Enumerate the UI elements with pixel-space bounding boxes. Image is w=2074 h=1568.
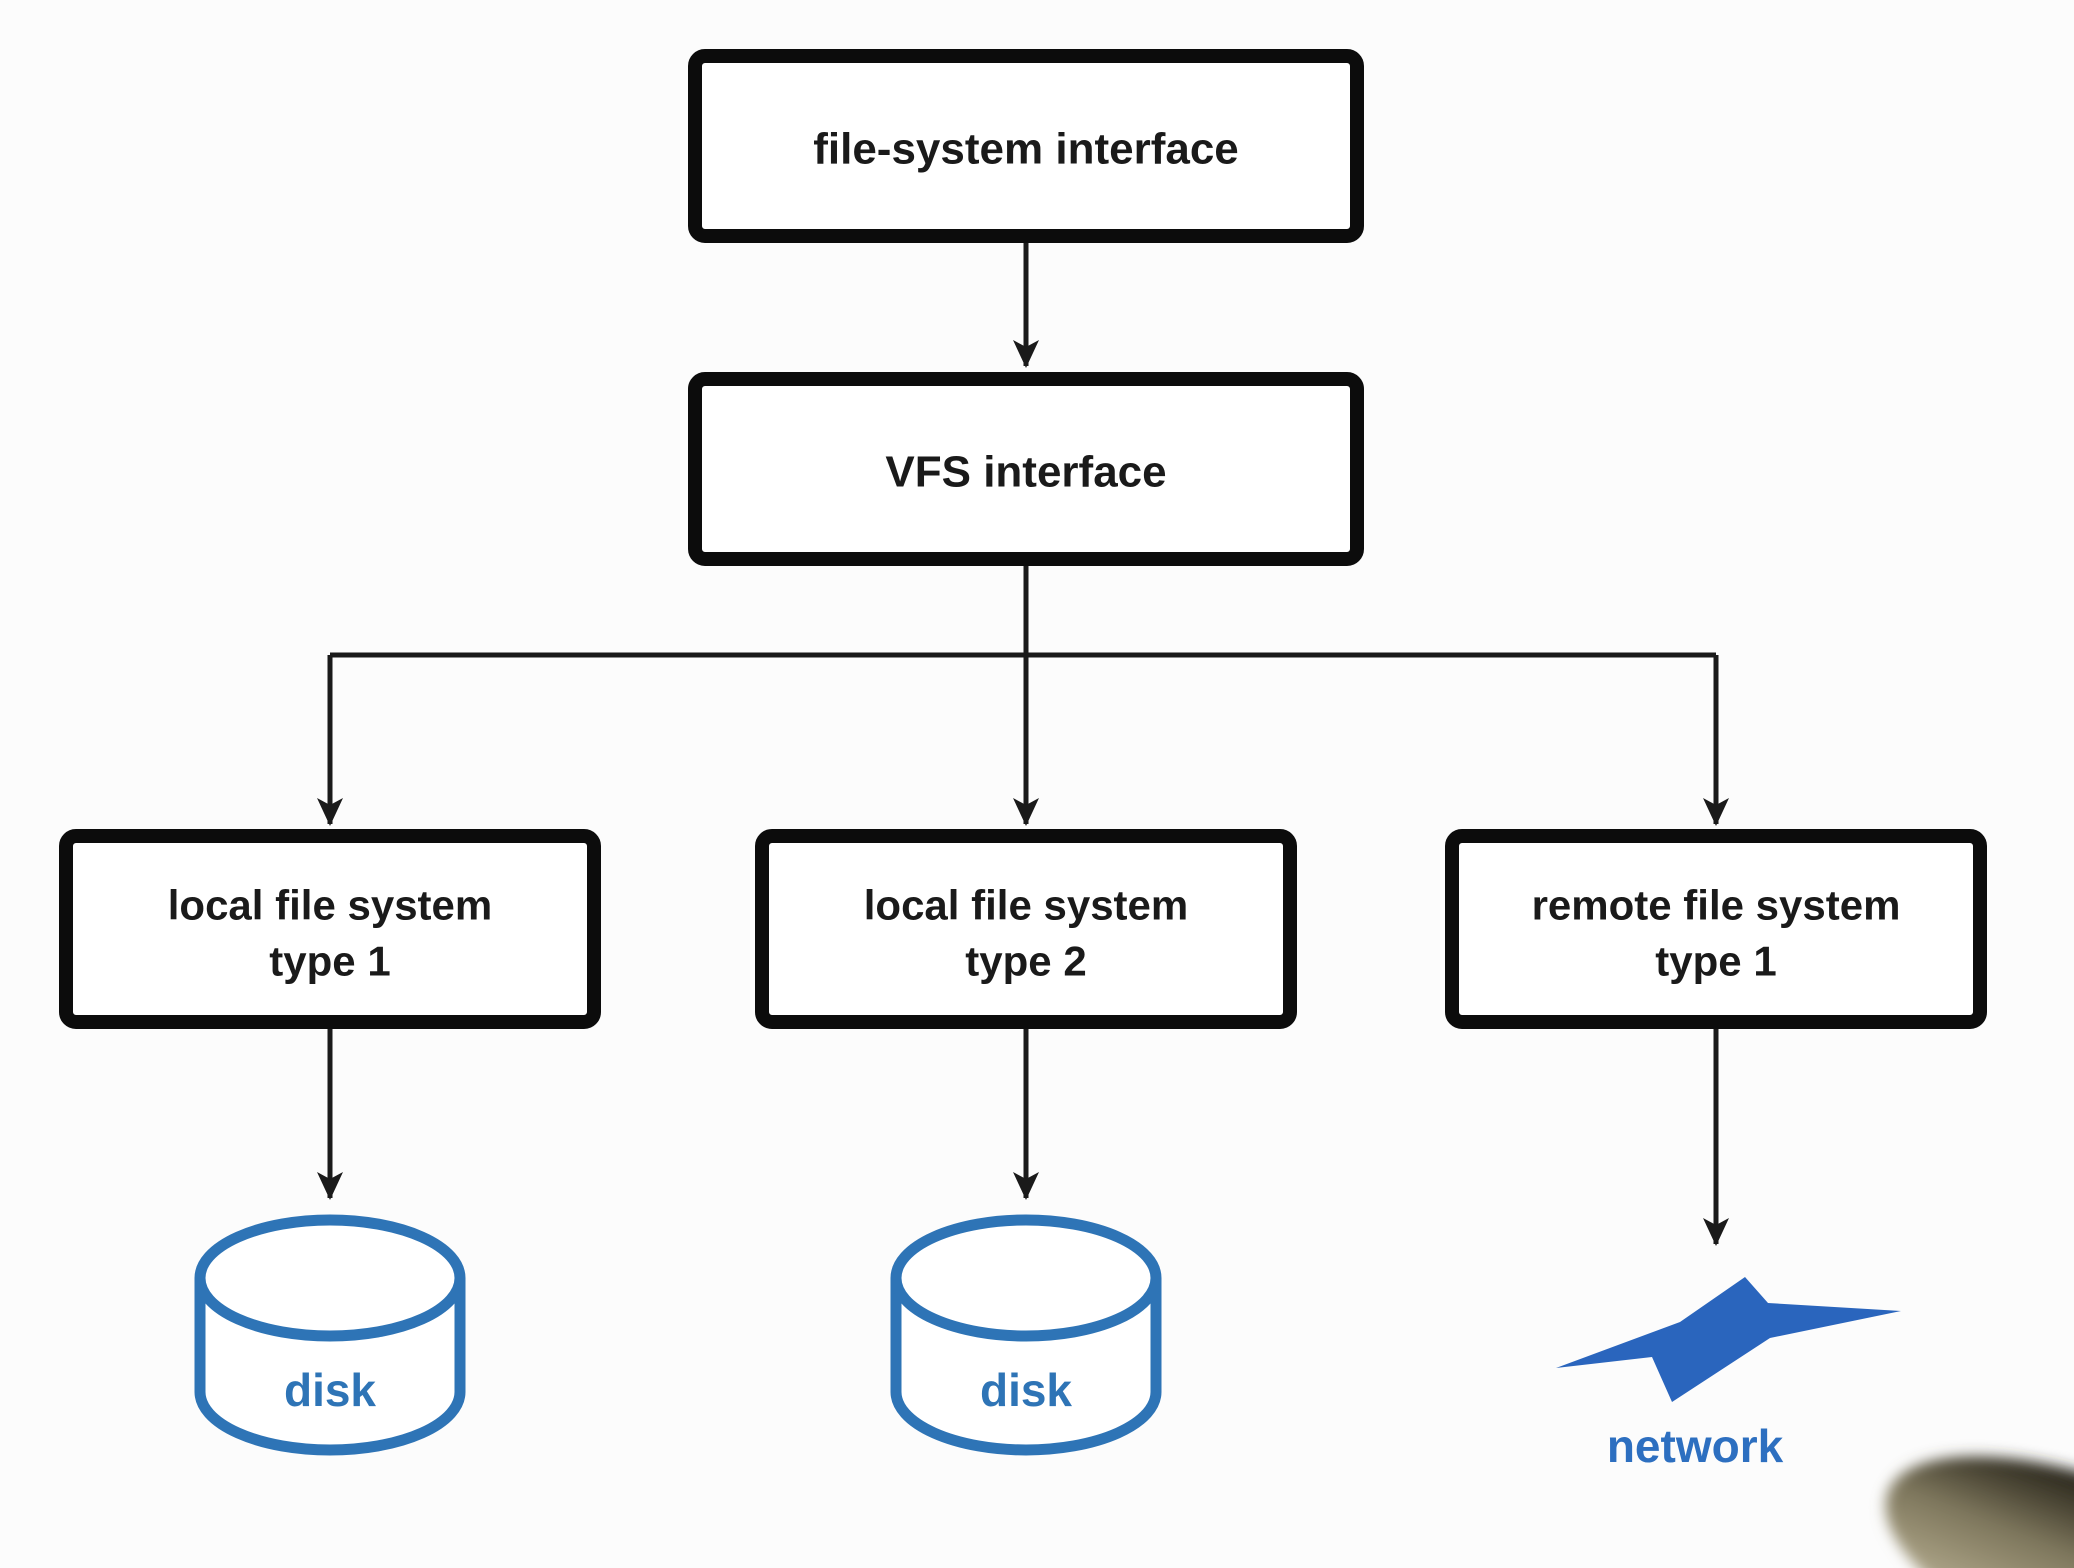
pen-tip-photo xyxy=(1885,1456,2074,1568)
disk-cylinder-top-icon xyxy=(890,1214,1162,1342)
local-fs-type1-label-line2: type 1 xyxy=(269,938,390,985)
edges xyxy=(317,236,1729,1246)
node-local-fs-type2: local file system type 2 xyxy=(755,829,1297,1029)
network-label: network xyxy=(1607,1420,1784,1472)
remote-fs-type1-box xyxy=(1445,829,1987,1029)
local-fs-type1-label-line1: local file system xyxy=(168,882,493,929)
local-fs-type2-label-line2: type 2 xyxy=(965,938,1086,985)
network-group: network xyxy=(1556,1277,1901,1472)
node-vfs-interface: VFS interface xyxy=(688,372,1364,566)
file-system-interface-box xyxy=(688,49,1364,243)
disk2-label: disk xyxy=(980,1364,1072,1416)
lightning-bolt-icon xyxy=(1556,1277,1901,1402)
local-fs-type2-box xyxy=(755,829,1297,1029)
pen-tip-shape xyxy=(1885,1456,2074,1568)
disk-cylinder-top-icon xyxy=(194,1214,466,1342)
disk1-label: disk xyxy=(284,1364,376,1416)
node-remote-fs-type1: remote file system type 1 xyxy=(1445,829,1987,1029)
local-fs-type2-label-line1: local file system xyxy=(864,882,1189,929)
local-fs-type1-box xyxy=(59,829,601,1029)
node-local-fs-type1: local file system type 1 xyxy=(59,829,601,1029)
remote-fs-type1-label-line2: type 1 xyxy=(1655,938,1776,985)
vfs-interface-label: VFS interface xyxy=(885,448,1166,497)
node-file-system-interface: file-system interface xyxy=(688,49,1364,243)
file-system-interface-label: file-system interface xyxy=(813,125,1239,174)
disk1-group: disk xyxy=(194,1214,466,1456)
disk2-group: disk xyxy=(890,1214,1162,1456)
vfs-interface-box xyxy=(688,372,1364,566)
remote-fs-type1-label-line1: remote file system xyxy=(1532,882,1901,929)
